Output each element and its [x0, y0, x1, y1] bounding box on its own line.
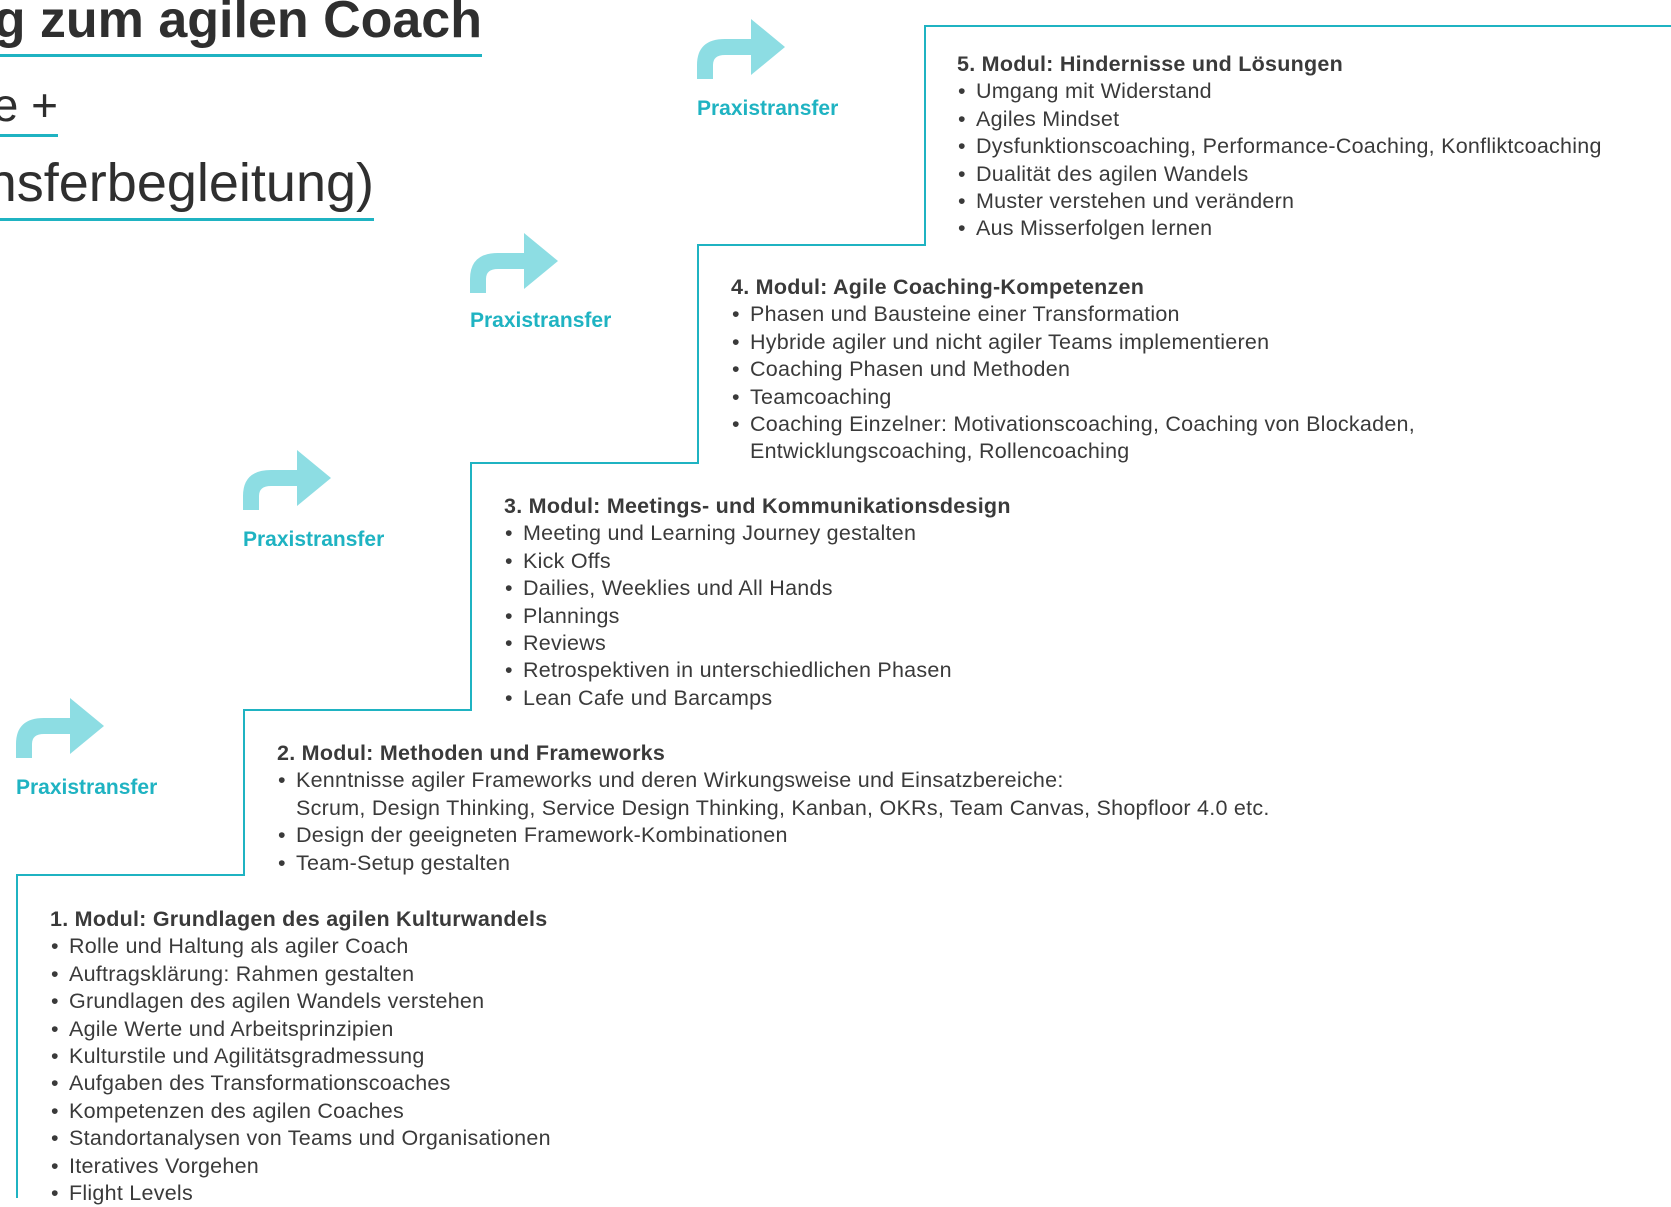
list-item: Flight Levels — [50, 1180, 551, 1207]
list-item: Meeting und Learning Journey gestalten — [504, 520, 1011, 548]
module-3: 3. Modul: Meetings- und Kommunikationsde… — [504, 493, 1011, 713]
list-item: Standortanalysen von Teams und Organisat… — [50, 1125, 551, 1153]
list-item: Dysfunktionscoaching, Performance-Coachi… — [957, 133, 1602, 161]
list-item-text: Coaching Einzelner: Motivationscoaching,… — [750, 412, 1415, 437]
list-item: Auftragsklärung: Rahmen gestalten — [50, 961, 551, 989]
module-1: 1. Modul: Grundlagen des agilen Kulturwa… — [50, 906, 551, 1207]
list-item: Grundlagen des agilen Wandels verstehen — [50, 988, 551, 1016]
list-item-continuation: Entwicklungscoaching, Rollencoaching — [750, 439, 1130, 464]
list-item: Lean Cafe und Barcamps — [504, 685, 1011, 713]
list-item-text: Kenntnisse agiler Frameworks und deren W… — [296, 768, 1064, 793]
list-item: Team-Setup gestalten — [277, 850, 1270, 878]
list-item-continuation: Scrum, Design Thinking, Service Design T… — [296, 795, 1270, 820]
module-title: 3. Modul: Meetings- und Kommunikationsde… — [504, 494, 1011, 518]
module-list: Meeting und Learning Journey gestalten K… — [504, 520, 1011, 712]
page-title-line-3: Praxistransferbegleitung) — [0, 156, 374, 221]
list-item: Kenntnisse agiler Frameworks und deren W… — [277, 767, 1270, 822]
list-item: Dailies, Weeklies und All Hands — [504, 575, 1011, 603]
list-item: Kulturstile und Agilitätsgradmessung — [50, 1043, 551, 1071]
praxistransfer-label: Praxistransfer — [470, 309, 612, 332]
list-item: Umgang mit Widerstand — [957, 78, 1602, 106]
page-title-line-2: (7 Module + — [0, 82, 58, 137]
list-item: Design der geeigneten Framework-Kombinat… — [277, 822, 1270, 850]
list-item: Agile Werte und Arbeitsprinzipien — [50, 1016, 551, 1044]
list-item: Rolle und Haltung als agiler Coach — [50, 933, 551, 961]
module-list: Kenntnisse agiler Frameworks und deren W… — [277, 767, 1270, 877]
list-item: Kompetenzen des agilen Coaches — [50, 1098, 551, 1126]
module-5: 5. Modul: Hindernisse und Lösungen Umgan… — [957, 51, 1602, 243]
module-list: Phasen und Bausteine einer Transformatio… — [731, 301, 1415, 465]
staircase-line — [16, 25, 1671, 1198]
module-4: 4. Modul: Agile Coaching-Kompetenzen Pha… — [731, 274, 1415, 466]
list-item: Hybride agiler und nicht agiler Teams im… — [731, 329, 1415, 357]
praxistransfer-4: Praxistransfer — [697, 7, 838, 120]
module-list: Umgang mit Widerstand Agiles Mindset Dys… — [957, 78, 1602, 243]
list-item: Retrospektiven in unterschiedlichen Phas… — [504, 657, 1011, 685]
list-item: Plannings — [504, 603, 1011, 631]
list-item: Coaching Phasen und Methoden — [731, 356, 1415, 384]
praxistransfer-label: Praxistransfer — [697, 97, 839, 120]
list-item: Muster verstehen und verändern — [957, 188, 1602, 216]
list-item: Reviews — [504, 630, 1011, 658]
list-item: Kick Offs — [504, 548, 1011, 576]
module-title: 4. Modul: Agile Coaching-Kompetenzen — [731, 275, 1145, 299]
turn-right-arrow-icon — [470, 233, 558, 293]
list-item: Teamcoaching — [731, 384, 1415, 412]
turn-right-arrow-icon — [697, 19, 785, 79]
turn-right-arrow-icon — [16, 698, 104, 758]
praxistransfer-label: Praxistransfer — [16, 776, 158, 799]
list-item: Coaching Einzelner: Motivationscoaching,… — [731, 411, 1415, 466]
praxistransfer-label: Praxistransfer — [243, 528, 385, 551]
list-item: Agiles Mindset — [957, 106, 1602, 134]
module-2: 2. Modul: Methoden und Frameworks Kenntn… — [277, 740, 1270, 877]
list-item: Dualität des agilen Wandels — [957, 161, 1602, 189]
praxistransfer-2: Praxistransfer — [243, 438, 384, 551]
list-item: Aus Misserfolgen lernen — [957, 215, 1602, 243]
module-list: Rolle und Haltung als agiler Coach Auftr… — [50, 933, 551, 1207]
turn-right-arrow-icon — [243, 450, 331, 510]
list-item: Aufgaben des Transformationscoaches — [50, 1070, 551, 1098]
praxistransfer-3: Praxistransfer — [470, 221, 611, 332]
page-title-line-1: Ausbildung zum agilen Coach — [0, 0, 482, 57]
module-title: 1. Modul: Grundlagen des agilen Kulturwa… — [50, 907, 548, 931]
module-title: 2. Modul: Methoden und Frameworks — [277, 741, 666, 765]
list-item: Iteratives Vorgehen — [50, 1153, 551, 1181]
list-item: Phasen und Bausteine einer Transformatio… — [731, 301, 1415, 329]
praxistransfer-1: Praxistransfer — [16, 686, 157, 799]
module-title: 5. Modul: Hindernisse und Lösungen — [957, 52, 1343, 76]
